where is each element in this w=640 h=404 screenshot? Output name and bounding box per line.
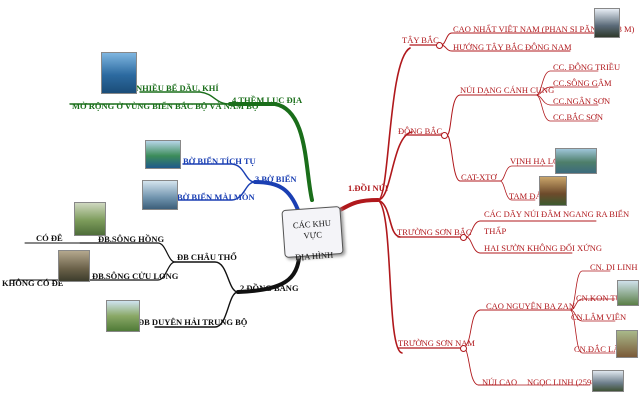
cn-item: CN. DI LINH [590,262,638,272]
mountain-photo [594,8,620,38]
coast-photo-2 [142,180,178,210]
them-luc-dia-item-2: MỞ RỘNG Ở VÙNG BIỂN BẮC BỘ VÀ NAM BỘ [72,101,259,111]
ha-long-photo [555,148,597,174]
node-chau-tho[interactable]: ĐB CHÂU THỔ [177,252,237,262]
cat-item-ha-long: VỊNH HẠ LONG [510,156,572,166]
node-tay-bac[interactable]: TÂY BẮC [402,35,439,45]
central-topic-line1: CÁC KHU VỰC [292,217,332,241]
bo-bien-tich-tu: BỜ BIỂN TÍCH TỤ [183,156,256,166]
tay-bac-item-1: CAO NHẤT VIỆT NAM (PHAN SI PĂNG 3143 M) [453,24,635,34]
tay-bac-item-2: HƯỚNG TÂY BẮC ĐÔNG NAM [453,42,572,52]
cn-item: CN.LÂM VIÊN [571,312,627,322]
tsb-item-3: HAI SƯỜN KHÔNG ĐỐI XỨNG [484,243,603,253]
dac-lac-photo [616,330,638,358]
collapse-toggle-icon[interactable] [460,345,467,352]
kon-tum-photo [617,280,639,306]
node-dong-bac[interactable]: ĐÔNG BẮC [398,126,443,136]
tam-dao-photo [539,176,567,206]
oil-rig-photo [101,52,137,94]
node-nui-dang-canh-cung[interactable]: NÚI DẠNG CÁNH CUNG [460,85,555,95]
ngoc-linh-label: NGỌC LINH (2598 M) [527,377,608,387]
cung-item: CC.NGÂN SƠN [553,96,611,106]
them-luc-dia-item-1: NHIỀU BỂ DẦU, KHÍ [136,83,219,93]
node-truong-son-bac[interactable]: TRƯỜNG SƠN BẮC [397,227,472,237]
duyen-hai-photo [106,300,140,332]
label-khong-co-de: KHÔNG CÓ ĐÊ [2,278,64,288]
node-cao-nguyen-ba-zan[interactable]: CAO NGUYÊN BA ZAN [486,301,576,311]
node-truong-son-nam[interactable]: TRƯỜNG SƠN NAM [398,338,475,348]
label-co-de: CÓ ĐÊ [36,233,63,243]
branch-dong-bang[interactable]: 2.ĐỒNG BẰNG [240,283,299,293]
cung-item: CC.SÔNG GÂM [553,78,612,88]
branch-bo-bien[interactable]: 3.BỜ BIỂN [255,174,297,184]
node-duyen-hai[interactable]: ĐB DUYÊN HẢI TRUNG BỘ [138,317,248,327]
tsb-item-2: THẤP [484,226,507,236]
song-cuu-long-photo [58,250,90,282]
cn-item: CN.KON TUM [576,293,630,303]
collapse-toggle-icon[interactable] [436,42,443,49]
ngoc-linh-photo [592,370,624,392]
cung-item: CC.BẮC SƠN [553,112,604,122]
coast-photo-1 [145,140,181,169]
collapse-toggle-icon[interactable] [441,132,448,139]
node-cat-xto[interactable]: CAT-XTƠ [461,172,497,182]
song-hong-photo [74,202,106,236]
cat-item-tam-dao: TAM ĐẢO [509,191,548,201]
node-song-hong[interactable]: ĐB.SÔNG HỒNG [98,234,165,244]
node-nui-cao[interactable]: NÚI CAO [482,377,518,387]
cung-item: CC. ĐÔNG TRIỀU [553,62,621,72]
tsb-item-1: CÁC DÃY NÚI ĐÂM NGANG RA BIỂN [484,209,630,219]
bo-bien-mai-mon: BỜ BIỂN MÀI MÒN [177,192,255,202]
branch-doi-nui[interactable]: 1.ĐỒI NÚI [348,183,389,193]
branch-them-luc-dia[interactable]: 4.THỀM LỤC ĐỊA [232,95,303,105]
collapse-toggle-icon[interactable] [460,234,467,241]
cn-item: CN.ĐẮC LẮC [574,344,626,354]
node-song-cuu-long[interactable]: ĐB.SÔNG CỬU LONG [92,271,179,281]
